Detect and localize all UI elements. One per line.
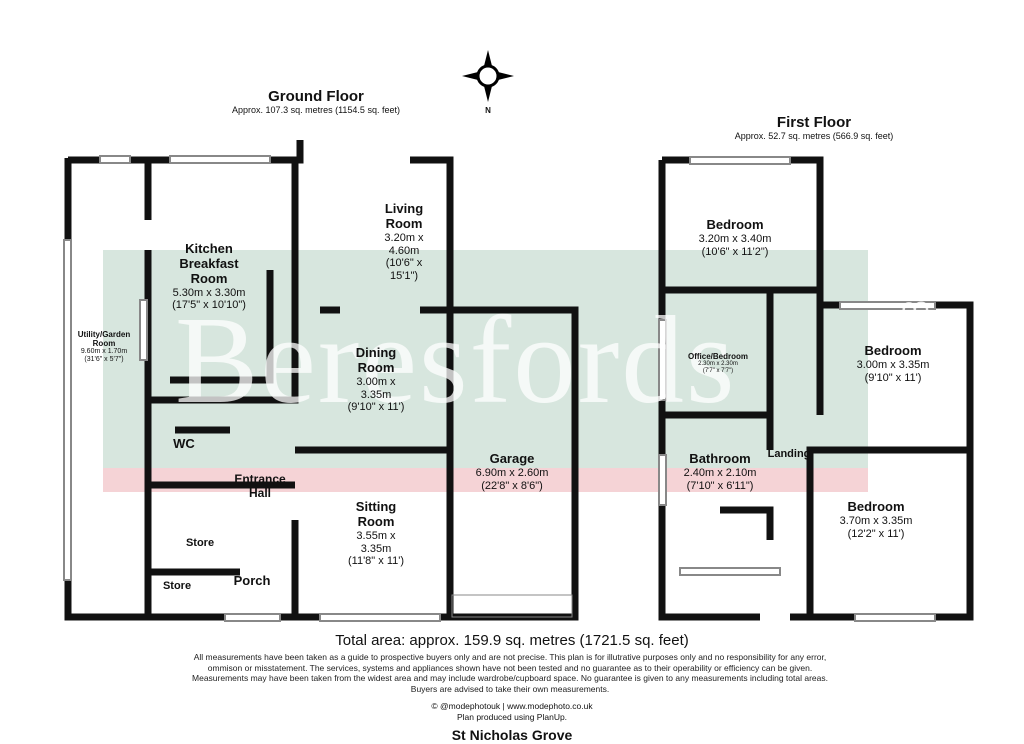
- first-floor-area: Approx. 52.7 sq. metres (566.9 sq. feet): [734, 131, 894, 142]
- total-area: Total area: approx. 159.9 sq. metres (17…: [335, 632, 689, 649]
- room-porch: Porch: [233, 573, 271, 588]
- room-entrance-hall: Entrance Hall: [234, 472, 286, 500]
- compass-label: N: [485, 106, 491, 115]
- first-floor-windows: [658, 156, 936, 622]
- ground-floor-area: Approx. 107.3 sq. metres (1154.5 sq. fee…: [232, 105, 400, 116]
- address: St Nicholas Grove: [451, 727, 573, 743]
- first-floor-title: First Floor: [776, 114, 852, 131]
- compass-icon: [462, 50, 514, 102]
- room-store-1: Store: [185, 537, 215, 549]
- room-landing: Landing: [767, 448, 811, 460]
- watermark-band: [103, 250, 868, 468]
- watermark-brand: Beresfords: [175, 292, 737, 430]
- disclaimer: All measurements have been taken as a gu…: [192, 652, 828, 694]
- first-floor-heading: First Floor Approx. 52.7 sq. metres (566…: [735, 114, 894, 142]
- garage-door: [451, 594, 573, 618]
- ground-floor-title: Ground Floor: [268, 88, 364, 105]
- room-wc: WC: [173, 436, 195, 451]
- first-floor-walls: [658, 156, 974, 621]
- room-store-2: Store: [162, 580, 192, 592]
- produced-by: Plan produced using PlanUp.: [456, 712, 568, 722]
- ground-floor-windows: [63, 155, 441, 622]
- ground-floor-heading: Ground Floor Approx. 107.3 sq. metres (1…: [232, 88, 400, 116]
- credit: © @modephotouk | www.modephoto.co.uk: [431, 701, 593, 711]
